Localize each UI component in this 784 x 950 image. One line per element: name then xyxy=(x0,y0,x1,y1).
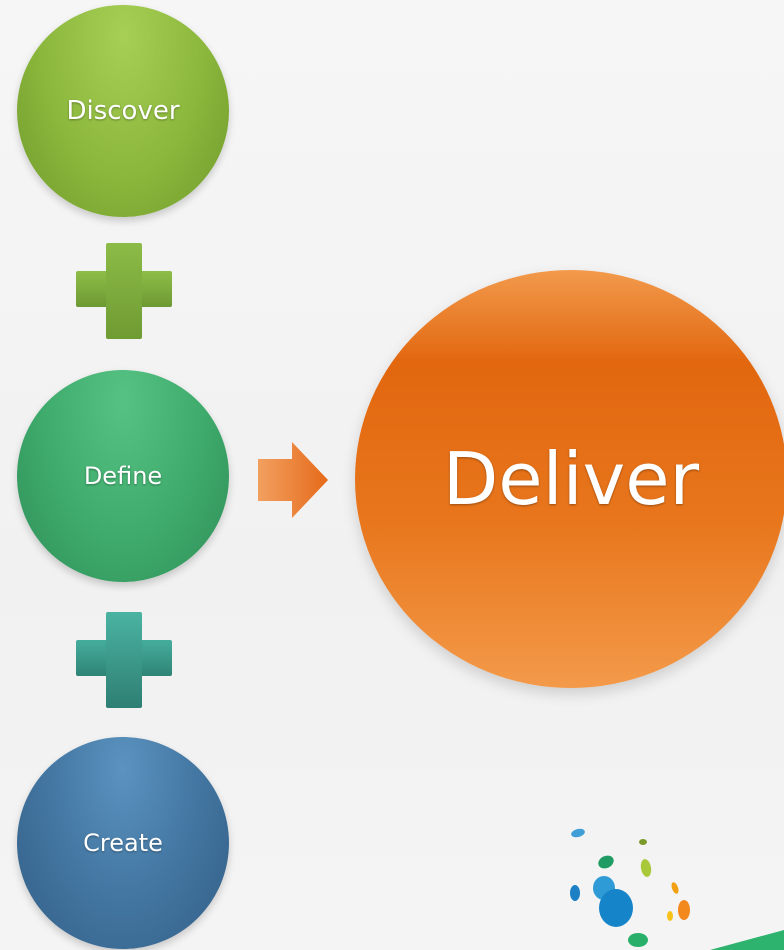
define-label: Define xyxy=(83,462,163,490)
plus-icon xyxy=(76,243,172,339)
deliver-label: Deliver xyxy=(442,437,700,521)
plus-icon xyxy=(76,612,172,708)
create-node: Create xyxy=(17,737,229,949)
create-label: Create xyxy=(83,829,163,857)
discover-node: Discover xyxy=(17,5,229,217)
discover-label: Discover xyxy=(66,96,180,126)
plus-vertical-bar xyxy=(106,243,142,339)
deliver-node: Deliver xyxy=(355,270,784,688)
arrow-right-icon xyxy=(258,442,328,518)
plus-vertical-bar xyxy=(106,612,142,708)
logo-dots-icon xyxy=(570,828,784,950)
define-node: Define xyxy=(17,370,229,582)
